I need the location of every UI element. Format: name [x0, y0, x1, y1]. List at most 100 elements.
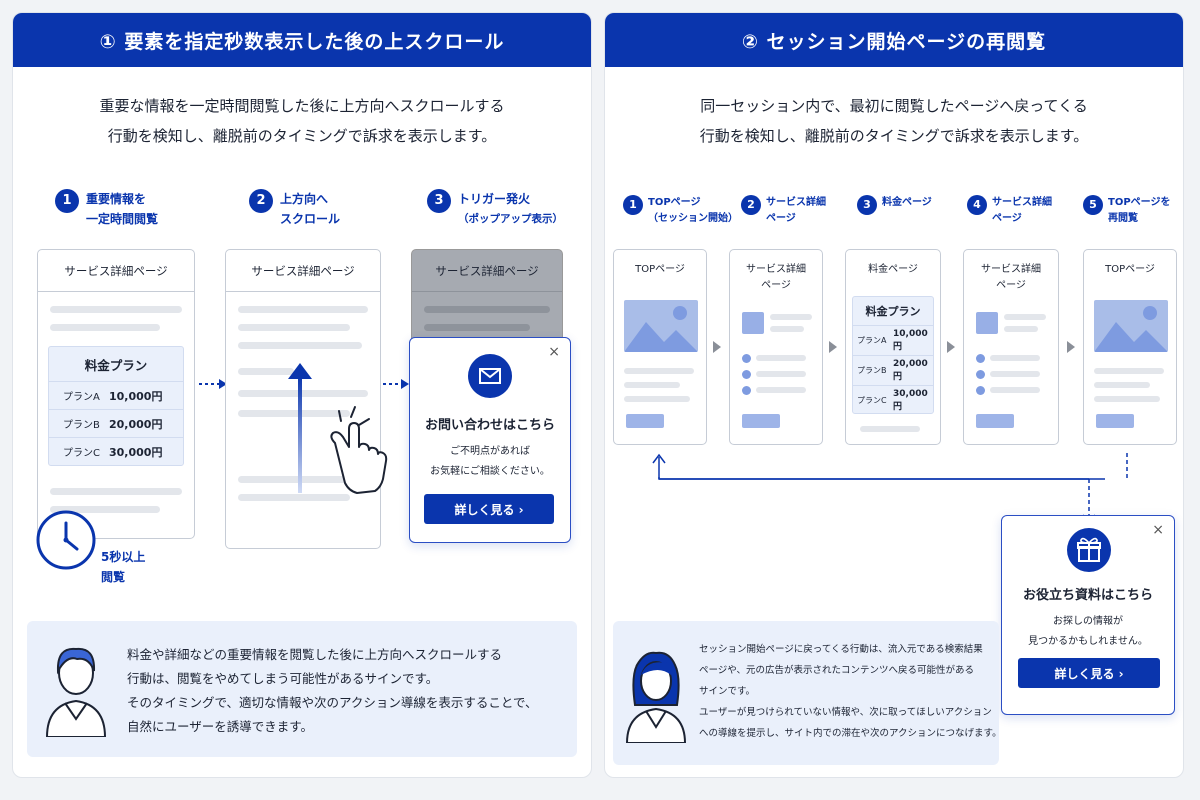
text-line — [860, 426, 920, 432]
text-line — [1094, 368, 1164, 374]
arrow-up-icon — [288, 363, 312, 493]
clock-label: 5秒以上閲覧 — [101, 550, 146, 584]
text-line — [1004, 326, 1038, 332]
hand-pointer-icon — [330, 406, 388, 494]
list-dot — [976, 386, 985, 395]
image-placeholder-icon — [624, 300, 698, 352]
image-placeholder-icon — [976, 312, 998, 334]
contact-popup: × お問い合わせはこちら ご不明点があればお気軽にご相談ください。 詳しく見る … — [409, 337, 571, 543]
right-intro: 同一セッション内で、最初に閲覧したページへ戻ってくる 行動を検知し、離脱前のタイ… — [699, 97, 1089, 145]
list-dot — [976, 370, 985, 379]
text-line — [756, 355, 806, 361]
list-dot — [976, 354, 985, 363]
left-step-1: 1 重要情報を一定時間閲覧 — [55, 189, 158, 229]
list-dot — [742, 386, 751, 395]
left-panel: ① 要素を指定秒数表示した後の上スクロール 重要な情報を一定時間閲覧した後に上方… — [12, 12, 592, 778]
right-header: ② セッション開始ページの再閲覧 — [605, 13, 1183, 67]
arrow-right-icon — [713, 341, 721, 353]
right-panel: ② セッション開始ページの再閲覧 同一セッション内で、最初に閲覧したページへ戻っ… — [604, 12, 1184, 778]
text-line — [756, 371, 806, 377]
text-line — [1004, 314, 1046, 320]
right-step-3: 3 料金ページ — [857, 195, 932, 215]
phone-title: サービス詳細ページ — [412, 250, 562, 292]
button-placeholder — [742, 414, 780, 428]
text-line — [756, 387, 806, 393]
list-dot — [742, 370, 751, 379]
arrow-right-icon — [829, 341, 837, 353]
text-line — [50, 306, 182, 313]
text-line — [238, 342, 362, 349]
text-line — [624, 396, 690, 402]
left-step-2: 2 上方向へスクロール — [249, 189, 340, 229]
mail-icon — [468, 354, 512, 398]
image-placeholder-icon — [1094, 300, 1168, 352]
phone-title: サービス詳細ページ — [38, 250, 194, 292]
text-line — [1094, 396, 1160, 402]
resource-popup: × お役立ち資料はこちら お探しの情報が見つかるかもしれません。 詳しく見る › — [1001, 515, 1175, 715]
details-button[interactable]: 詳しく見る › — [424, 494, 554, 524]
left-step-3: 3 トリガー発火（ポップアップ表示） — [427, 189, 563, 229]
man-avatar-icon — [45, 647, 107, 737]
arrow-right-icon — [383, 379, 409, 389]
text-line — [238, 306, 368, 313]
dashed-connector — [1126, 453, 1128, 479]
arrow-right-icon — [199, 379, 227, 389]
text-line — [50, 506, 160, 513]
service-page-phone-a: サービス詳細ページ — [729, 249, 823, 445]
image-placeholder-icon — [742, 312, 764, 334]
text-line — [238, 324, 350, 331]
text-line — [624, 368, 694, 374]
woman-avatar-icon — [625, 651, 687, 743]
arrow-right-icon — [1067, 341, 1075, 353]
popup-title: お問い合わせはこちら — [424, 418, 555, 433]
text-line — [238, 410, 350, 417]
text-line — [990, 355, 1040, 361]
text-line — [424, 324, 530, 331]
text-line — [238, 476, 368, 483]
left-note-text: 料金や詳細などの重要情報を閲覧した後に上方向へスクロールする行動は、閲覧をやめて… — [127, 647, 538, 734]
right-step-2: 2 サービス詳細ページ — [741, 195, 826, 227]
right-step-4: 4 サービス詳細ページ — [967, 195, 1052, 227]
gift-icon — [1067, 528, 1111, 572]
text-line — [990, 371, 1040, 377]
right-note-text: セッション開始ページに戻ってくる行動は、流入元である検索結果ページや、元の広告が… — [699, 644, 1002, 739]
top-page-phone: TOPページ — [613, 249, 707, 445]
close-icon[interactable]: × — [548, 344, 560, 360]
text-line — [770, 326, 804, 332]
close-icon[interactable]: × — [1152, 522, 1164, 538]
text-line — [624, 382, 680, 388]
service-page-phone-2: サービス詳細ページ — [225, 249, 381, 549]
button-placeholder — [976, 414, 1014, 428]
list-dot — [742, 354, 751, 363]
button-placeholder — [1096, 414, 1134, 428]
right-step-5: 5 TOPページを再閲覧 — [1083, 195, 1170, 227]
left-note: 料金や詳細などの重要情報を閲覧した後に上方向へスクロールする行動は、閲覧をやめて… — [27, 621, 577, 757]
popup-title: お役立ち資料はこちら — [1022, 588, 1153, 603]
button-placeholder — [626, 414, 664, 428]
top-page-phone-revisit: TOPページ — [1083, 249, 1177, 445]
service-page-phone-b: サービス詳細ページ — [963, 249, 1059, 445]
popup-desc: お探しの情報が見つかるかもしれません。 — [1028, 616, 1148, 647]
clock-icon — [36, 510, 96, 570]
right-step-1: 1 TOPページ（セッション開始） — [623, 195, 738, 227]
left-intro: 重要な情報を一定時間閲覧した後に上方向へスクロールする 行動を検知し、離脱前のタ… — [99, 97, 505, 145]
arrow-right-icon — [947, 341, 955, 353]
left-header: ① 要素を指定秒数表示した後の上スクロール — [13, 13, 591, 67]
text-line — [1094, 382, 1150, 388]
details-button[interactable]: 詳しく見る › — [1018, 658, 1160, 688]
popup-desc: ご不明点があればお気軽にご相談ください。 — [430, 446, 550, 477]
return-flow-arrow — [652, 453, 1105, 525]
text-line — [238, 494, 350, 501]
text-line — [990, 387, 1040, 393]
text-line — [238, 368, 294, 375]
text-line — [238, 390, 368, 397]
text-line — [424, 306, 550, 313]
right-note: セッション開始ページに戻ってくる行動は、流入元である検索結果ページや、元の広告が… — [613, 621, 1002, 765]
text-line — [770, 314, 812, 320]
phone-title: サービス詳細ページ — [226, 250, 380, 292]
text-line — [50, 324, 160, 331]
